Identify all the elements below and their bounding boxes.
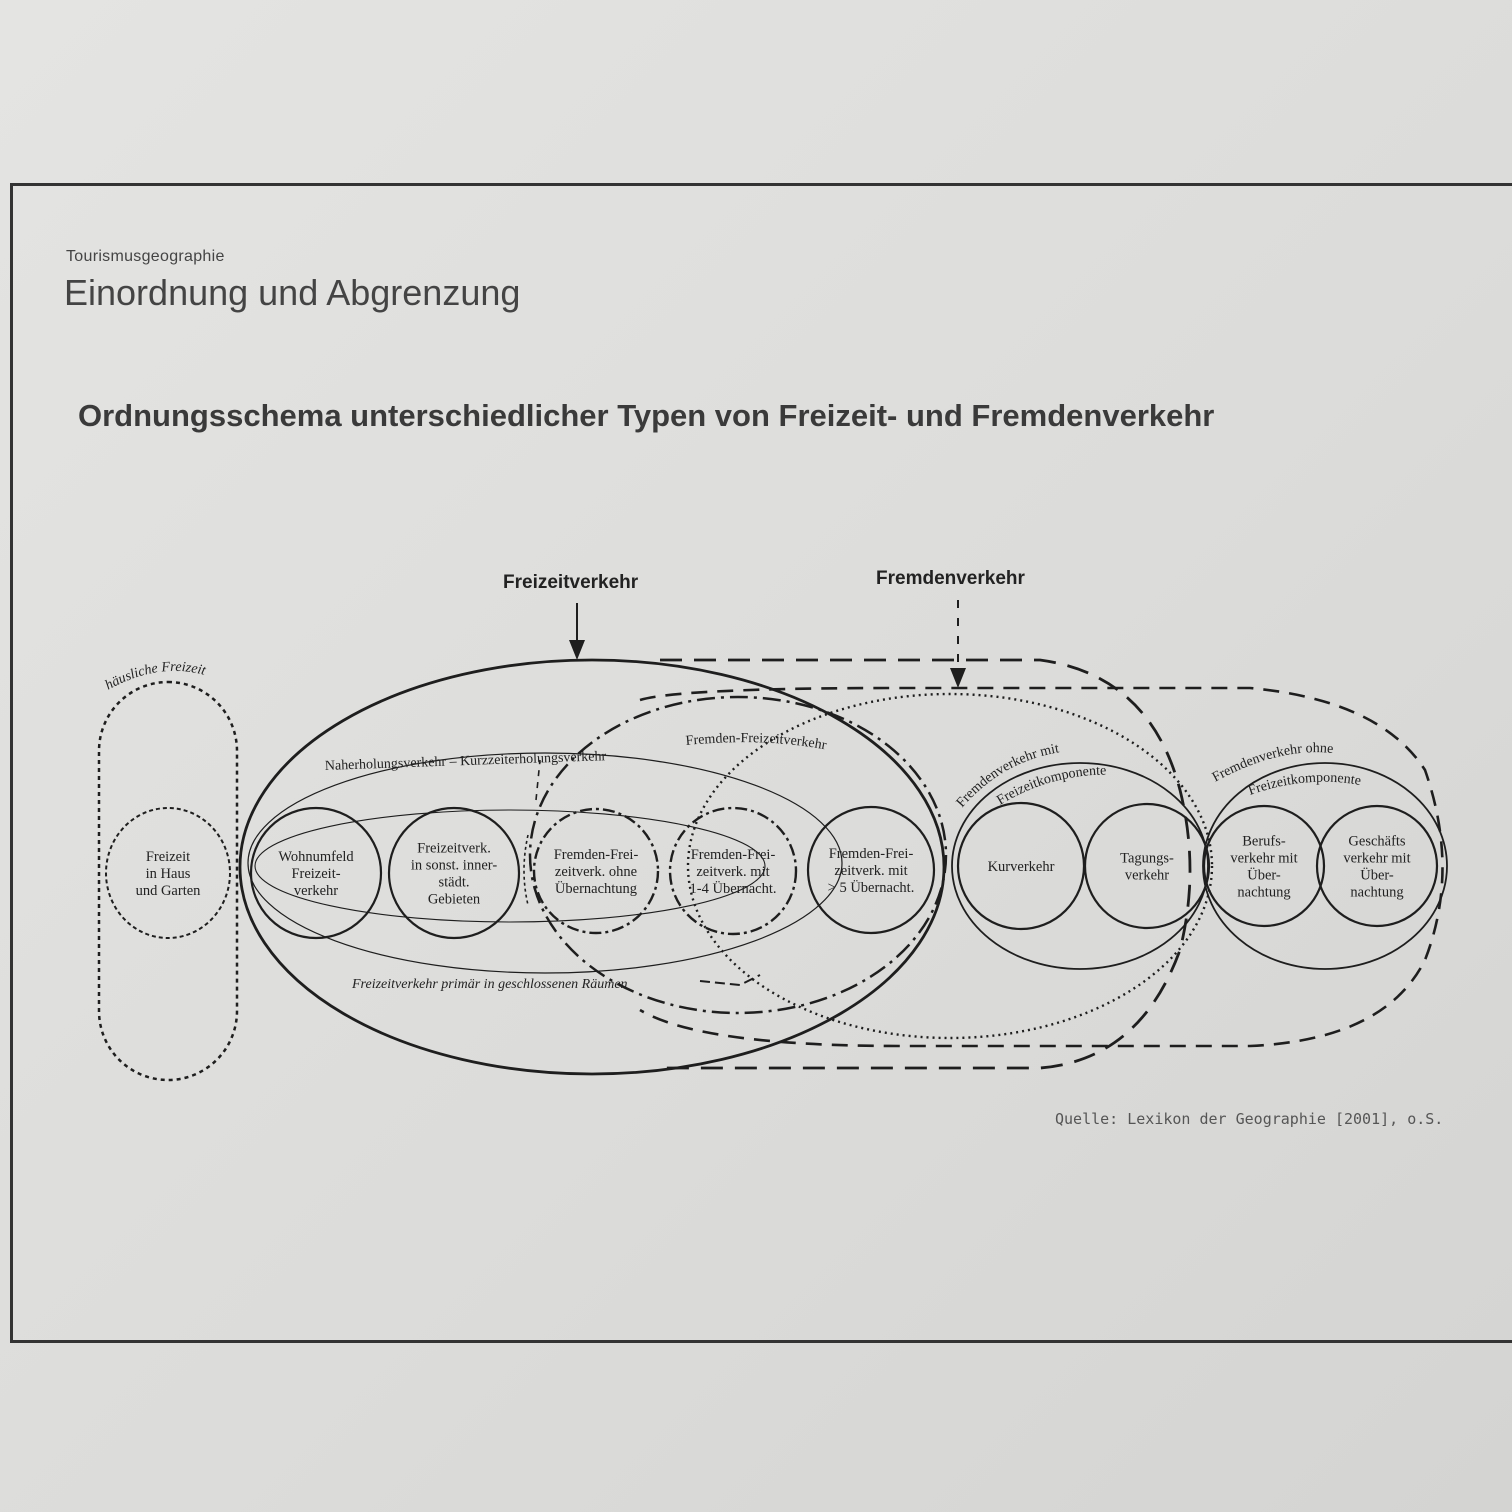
band-pointer (699, 974, 761, 987)
node-label-line: Fremden-Frei- (554, 847, 639, 863)
slide-subtitle: Tourismusgeographie (66, 248, 225, 265)
arrow-fremdenverkehr-head (950, 668, 966, 688)
node-label-line: Fremden-Frei- (691, 847, 776, 863)
label-freizeitverkehr: Freizeitverkehr (503, 572, 639, 593)
node-label-line: und Garten (136, 883, 202, 899)
label-innerstaedt: Freizeitverk.in sonst. inner-städt.Gebie… (411, 841, 497, 908)
node-tagungsverkehr (1083, 802, 1211, 930)
ellipse-freizeitverkehr (238, 658, 946, 1076)
node-label-line: Freizeitverk. (417, 841, 491, 857)
node-label-line: > 5 Übernacht. (828, 879, 915, 896)
node-freizeit-haus-garten (105, 807, 231, 939)
bracket-left (523, 834, 529, 906)
label-fremdenverkehr: Fremdenverkehr (876, 568, 1026, 589)
node-5-uebernacht (806, 805, 936, 935)
node-wohnumfeld (249, 806, 383, 940)
slide-frame (10, 183, 1512, 1343)
source-note: Quelle: Lexikon der Geographie [2001], o… (1055, 1110, 1444, 1128)
node-label-line: Übernachtung (555, 880, 637, 897)
node-label-line: in Haus (146, 866, 191, 882)
node-label-line: Kurverkehr (988, 859, 1055, 875)
node-ohne-uebernachtung (532, 807, 660, 935)
node-label-line: Berufs- (1242, 834, 1286, 850)
node-label-line: zeitverk. mit (696, 864, 769, 880)
label-5-uebernacht: Fremden-Frei-zeitverk. mit> 5 Übernacht. (828, 846, 915, 896)
node-1-4-uebernacht (668, 806, 798, 936)
node-label-line: verkehr mit (1230, 851, 1297, 867)
node-label-line: in sonst. inner- (411, 858, 497, 874)
ellipse-inner-band (254, 809, 766, 923)
node-label-line: verkehr (294, 883, 338, 899)
node-label-line: städt. (438, 875, 469, 891)
boundary-fremdenverkehr (660, 658, 1192, 1070)
diagram-heading: Ordnungsschema unterschiedlicher Typen v… (78, 398, 1215, 433)
node-label-line: Freizeit- (291, 866, 340, 882)
node-label-line: Fremden-Frei- (829, 846, 914, 862)
node-label-line: 1-4 Übernacht. (690, 880, 777, 897)
node-label-line: nachtung (1350, 885, 1403, 901)
node-label-line: Tagungs- (1120, 851, 1174, 867)
node-geschaeftsverkehr (1315, 804, 1439, 928)
label-haeusliche-freizeit: häusliche Freizeit (103, 660, 208, 694)
boundary-fremdenverkehr-right (639, 686, 1444, 1048)
label-geschlossene-raeume: Freizeitverkehr primär in geschlossenen … (351, 977, 628, 992)
capsule-haeusliche-freizeit (97, 680, 239, 1082)
label-ohne-freizeitkomponente-2: Freizeitkomponente (1246, 771, 1362, 799)
node-label-line: zeitverk. ohne (555, 864, 637, 880)
node-label-line: Über- (1247, 867, 1281, 884)
node-label-line: nachtung (1237, 885, 1290, 901)
label-kurverkehr: Kurverkehr (988, 859, 1055, 875)
node-innerstaedt (387, 806, 521, 940)
node-label-line: Gebieten (428, 892, 481, 908)
node-label-line: verkehr mit (1343, 851, 1410, 867)
node-label-line: zeitverk. mit (834, 863, 907, 879)
node-berufsverkehr (1202, 804, 1326, 928)
ellipse-naherholung (247, 752, 843, 974)
node-label-line: Geschäfts (1348, 834, 1406, 850)
arrow-freizeitverkehr-head (569, 640, 585, 660)
label-naherholung: Naherholungsverkehr – Kurzzeiterholungsv… (325, 749, 607, 774)
node-label-line: Wohnumfeld (278, 849, 354, 865)
ellipse-freizeitkomponente (686, 692, 1214, 1040)
label-tagungsverkehr: Tagungs-verkehr (1120, 851, 1174, 884)
node-label-line: Über- (1360, 867, 1394, 884)
node-label-line: verkehr (1125, 868, 1169, 884)
node-label-line: Freizeit (146, 849, 190, 865)
slide-title: Einordnung und Abgrenzung (64, 272, 521, 313)
ellipse-fremden-freizeitverkehr (528, 695, 948, 1015)
